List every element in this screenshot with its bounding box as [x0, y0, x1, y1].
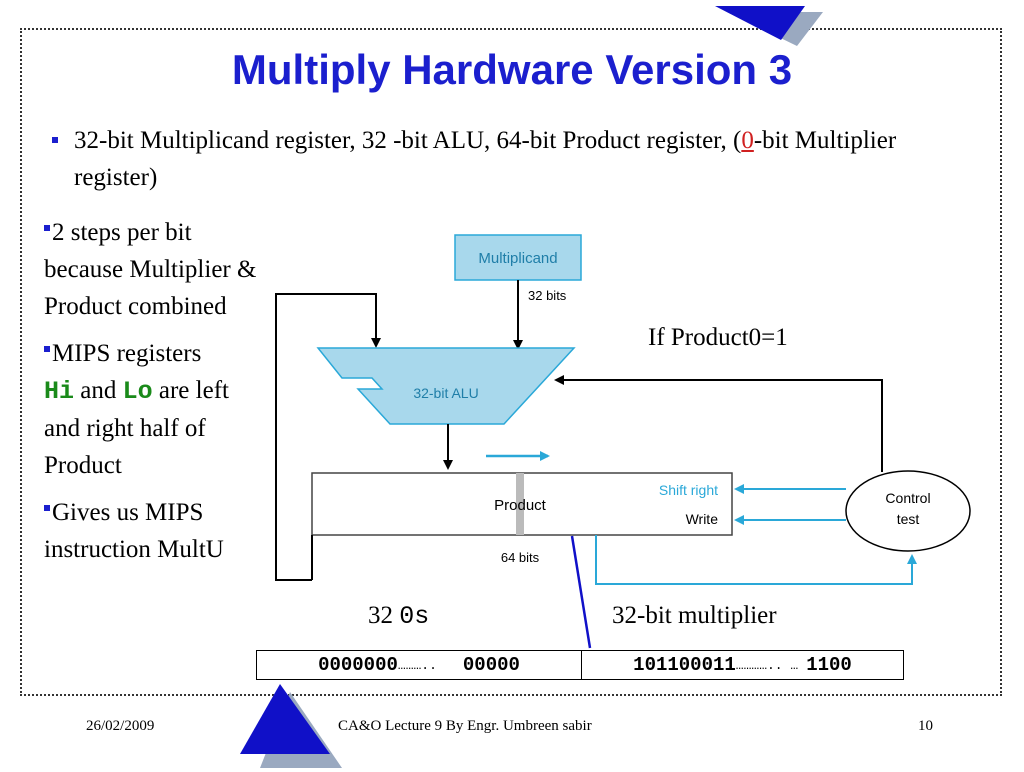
- side-bullet-2: MIPS registers Hi and Lo are left and ri…: [44, 340, 229, 479]
- test-label: test: [897, 511, 920, 527]
- main-bullet: 32-bit Multiplicand register, 32 -bit AL…: [52, 122, 952, 196]
- side-bullet-1: 2 steps per bit because Multiplier & Pro…: [44, 219, 257, 320]
- left-bits-cell: 0000000………..00000: [257, 651, 582, 679]
- control-test: [845, 470, 971, 552]
- footer-page-number: 10: [918, 718, 933, 734]
- product-label: Product: [494, 497, 547, 514]
- if-product-label: If Product0=1: [648, 324, 788, 351]
- multiply-hardware-diagram: Multiplicand 32 bits 32-bit ALU Product …: [275, 234, 971, 585]
- lo-register: Lo: [122, 377, 153, 406]
- corner-triangle-bottom: [240, 684, 342, 768]
- control-label: Control: [885, 490, 930, 506]
- pointer-line: [570, 535, 592, 649]
- multiplier-label: 32-bit multiplier: [612, 602, 777, 629]
- product-bits-table: 0000000………..00000 101100011………….. …1100: [256, 650, 904, 680]
- bullet-square-icon: [44, 346, 50, 353]
- bullet-square-icon: [44, 505, 50, 512]
- side-bullets: 2 steps per bit because Multiplier & Pro…: [44, 214, 269, 578]
- alu-shape: [316, 347, 576, 425]
- zeros-label: 32 0s: [368, 602, 430, 631]
- multiplicand-box: [454, 234, 582, 281]
- main-bullet-text: 32-bit Multiplicand register, 32 -bit AL…: [74, 127, 897, 191]
- shift-right-label: Shift right: [659, 482, 718, 498]
- bits-64-label: 64 bits: [501, 550, 540, 565]
- slide-title: Multiply Hardware Version 3: [231, 46, 793, 93]
- footer-date: 26/02/2009: [86, 718, 155, 734]
- write-label: Write: [686, 511, 719, 527]
- bits-32-label: 32 bits: [528, 288, 567, 303]
- bullet-square-icon: [44, 225, 50, 232]
- zero-highlight: 0: [741, 127, 754, 154]
- alu-label: 32-bit ALU: [413, 385, 478, 401]
- corner-triangle-top: [715, 6, 823, 46]
- multiplicand-label: Multiplicand: [478, 250, 557, 267]
- hi-register: Hi: [44, 377, 75, 406]
- bullet-square-icon: [52, 137, 58, 143]
- footer-center: CA&O Lecture 9 By Engr. Umbreen sabir: [338, 718, 592, 734]
- right-bits-cell: 101100011………….. …1100: [633, 654, 852, 676]
- side-bullet-3: Gives us MIPS instruction MultU: [44, 499, 224, 563]
- slide-frame: [20, 28, 1002, 696]
